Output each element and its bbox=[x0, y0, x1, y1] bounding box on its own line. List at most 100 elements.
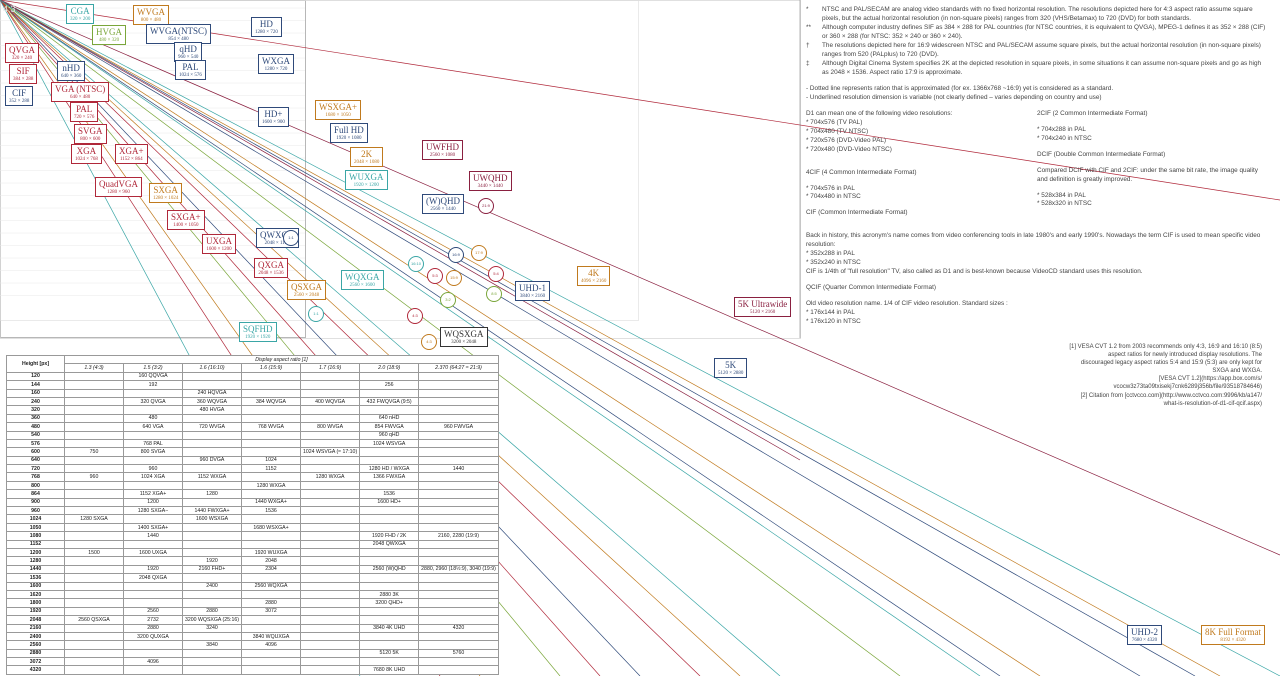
resolution-cell: 256 bbox=[359, 380, 420, 390]
list-item: * 528x384 in PAL bbox=[1037, 191, 1086, 199]
resolution-cell bbox=[418, 631, 499, 642]
resolution-cell bbox=[418, 640, 499, 650]
resolution-name: SVGA bbox=[78, 126, 103, 136]
diagonal-line bbox=[0, 0, 601, 676]
resolution-cell bbox=[418, 573, 499, 583]
resolution-cell bbox=[182, 413, 242, 424]
resolution-cell bbox=[182, 648, 242, 659]
height-cell: 2400 bbox=[6, 631, 65, 642]
resolution-name: WVGA bbox=[137, 7, 165, 17]
resolution-size: 1920 × 1080 bbox=[336, 136, 362, 141]
legend-dotted-line: - Dotted line represents ration that is … bbox=[806, 84, 1114, 92]
resolution-size: 2560 × 1440 bbox=[430, 207, 456, 212]
resolution-cell: 1536 bbox=[359, 489, 420, 499]
cif-left-column: D1 can mean one of the following video r… bbox=[806, 110, 1037, 219]
height-cell: 1080 bbox=[6, 531, 65, 541]
resolution-cell bbox=[418, 472, 499, 482]
resolution-cell: 240 HQVGA bbox=[182, 388, 242, 398]
resolution-name: UWFHD bbox=[426, 142, 459, 152]
resolution-cell bbox=[299, 413, 361, 424]
resolution-size: 960 × 540 bbox=[178, 55, 199, 60]
resolution-size: 1920 × 1200 bbox=[353, 183, 379, 188]
resolution-name: QVGA bbox=[9, 45, 35, 55]
resolution-cell: 480 HVGA bbox=[182, 405, 242, 415]
resolution-cell bbox=[241, 514, 301, 524]
resolution-cell: 1024 XGA bbox=[123, 472, 183, 482]
resolution-size: 5120 × 2880 bbox=[718, 371, 744, 376]
resolution-cell bbox=[359, 455, 420, 466]
resolution-name: qHD bbox=[179, 44, 197, 54]
resolution-cell: 5760 bbox=[418, 648, 499, 659]
resolution-box: SXGA+1400 × 1050 bbox=[167, 210, 205, 230]
resolution-cell bbox=[64, 581, 124, 591]
resolution-cell bbox=[241, 648, 301, 659]
resolution-cell bbox=[359, 522, 420, 533]
resolution-cell bbox=[299, 665, 361, 675]
resolution-size: 1024 × 576 bbox=[179, 73, 202, 78]
resolution-cell: 854 FWVGA bbox=[359, 422, 420, 432]
resolution-name: UWQHD bbox=[473, 173, 508, 183]
resolution-cell: 1600 HD+ bbox=[359, 497, 420, 508]
resolution-cell bbox=[418, 598, 499, 608]
resolution-cell bbox=[299, 564, 361, 575]
resolution-cell bbox=[418, 497, 499, 508]
height-cell: 360 bbox=[6, 413, 65, 424]
resolution-cell bbox=[241, 573, 301, 583]
resolution-cell: 768 WVGA bbox=[241, 422, 301, 432]
resolution-cell bbox=[359, 657, 420, 667]
resolution-cell bbox=[64, 438, 124, 449]
resolution-size: 4096 × 2160 bbox=[581, 279, 607, 284]
resolution-name: 5K Ultrawide bbox=[738, 299, 788, 309]
resolution-cell: 2880 bbox=[123, 623, 183, 633]
resolution-cell bbox=[123, 640, 183, 650]
resolution-cell bbox=[299, 497, 361, 508]
resolution-name: (W)QHD bbox=[426, 196, 460, 206]
resolution-cell bbox=[299, 589, 361, 600]
resolution-cell bbox=[241, 447, 301, 457]
resolution-name: 8K Full Format bbox=[1205, 627, 1262, 637]
footnote-mark: † bbox=[806, 41, 810, 49]
table-row: 120 160 QQVGA bbox=[6, 371, 499, 382]
list-item: * 704x480 in NTSC bbox=[806, 193, 861, 201]
footnote: ‡Although Digital Cinema System specifie… bbox=[806, 60, 1268, 78]
resolution-cell bbox=[299, 455, 361, 466]
list-item: * 720x480 (DVD-Video NTSC) bbox=[806, 145, 892, 153]
resolution-cell bbox=[241, 623, 301, 633]
resolution-size: 2048 × 1536 bbox=[258, 271, 284, 276]
height-cell: 320 bbox=[6, 405, 65, 415]
resolution-cell: 1280 WXGA bbox=[299, 472, 361, 482]
footnote-mark: ‡ bbox=[806, 59, 810, 67]
height-cell: 1620 bbox=[6, 589, 65, 600]
resolution-cell: 1920 FHD / 2K bbox=[359, 531, 420, 541]
resolution-cell: 160 QQVGA bbox=[123, 371, 183, 382]
resolution-size: 8192 × 4320 bbox=[1220, 638, 1246, 643]
resolution-cell: 3840 4K UHD bbox=[359, 623, 420, 633]
resolution-cell: 960 bbox=[64, 472, 124, 482]
height-cell: 120 bbox=[6, 371, 65, 382]
diagonal-line bbox=[0, 0, 701, 676]
resolution-cell bbox=[123, 539, 183, 550]
resolution-cell bbox=[123, 480, 183, 491]
resolution-cell bbox=[418, 657, 499, 667]
dcif-title: DCIF (Double Common Intermediate Format) bbox=[1037, 150, 1166, 158]
diagonal-line bbox=[0, 0, 1141, 676]
resolution-cell bbox=[241, 531, 301, 541]
footnote-mark: ** bbox=[806, 23, 811, 31]
cif2-items: * 704x288 in PAL* 704x240 in NTSC bbox=[1037, 126, 1268, 144]
resolution-cell: 960 bbox=[123, 464, 183, 474]
resolution-cell bbox=[241, 489, 301, 499]
